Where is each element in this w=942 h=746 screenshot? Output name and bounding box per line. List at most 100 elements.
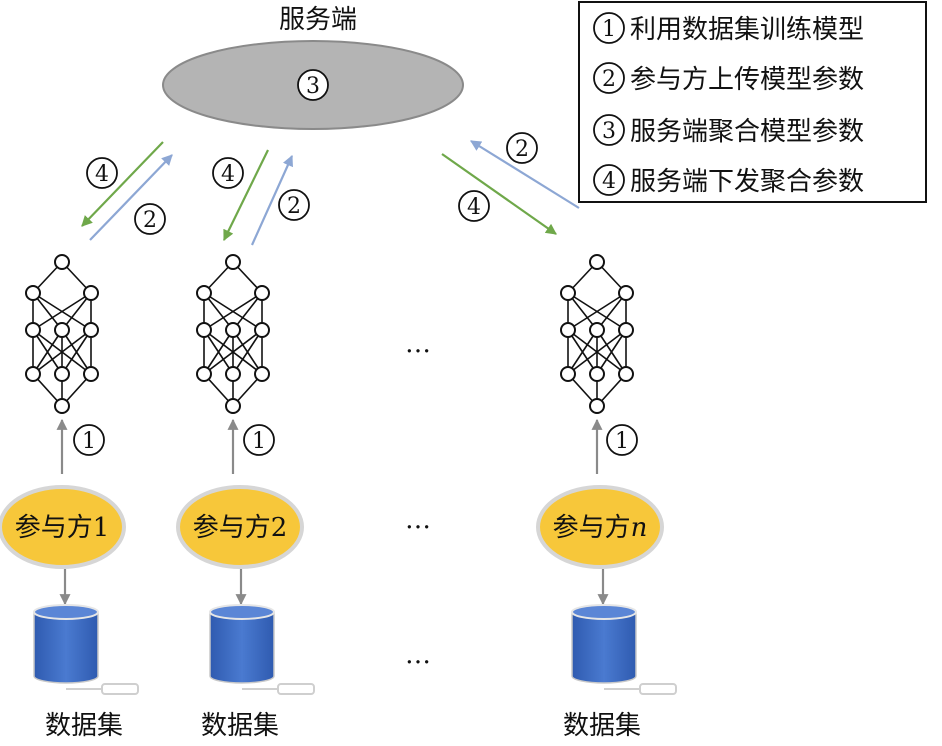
participant-2: 参与方2 (176, 485, 304, 569)
network-node (225, 322, 241, 338)
network-edge (61, 329, 92, 375)
network-edge (32, 329, 63, 375)
step-badge-download: 4 (86, 157, 118, 189)
upload-arrow (250, 154, 294, 246)
database-plug (277, 683, 315, 695)
neural-network-icon (196, 254, 270, 414)
svg-text:4: 4 (467, 195, 481, 220)
network-node (25, 366, 41, 382)
svg-text:1: 1 (82, 429, 96, 454)
ellipsis-datasets: … (405, 640, 431, 670)
download-arrow (223, 149, 269, 241)
network-node (254, 322, 270, 338)
network-node (54, 398, 70, 414)
participant-label: 参与方1 (15, 513, 110, 543)
network-node (618, 322, 634, 338)
step-badge-train: 1 (243, 424, 275, 456)
svg-text:1: 1 (252, 429, 266, 454)
dataset-label: 数据集 (563, 711, 641, 741)
network-node (618, 285, 634, 301)
network-node (54, 322, 70, 338)
svg-text:1: 1 (602, 17, 616, 42)
participant-1: 参与方1 (0, 485, 126, 569)
legend-item: 2 参与方上传模型参数 (593, 62, 864, 95)
network-edge (567, 329, 598, 375)
database-icon (571, 604, 677, 695)
network-node (254, 366, 270, 382)
neural-network-icon (25, 254, 99, 414)
network-node (618, 366, 634, 382)
upload-arrow (470, 140, 580, 209)
network-node (83, 366, 99, 382)
database-plug (639, 683, 677, 695)
database-body (209, 611, 275, 684)
network-node (83, 285, 99, 301)
legend-item-text: 参与方上传模型参数 (630, 65, 864, 95)
svg-text:2: 2 (515, 137, 529, 162)
network-edge (567, 292, 627, 331)
network-node (225, 398, 241, 414)
network-node (560, 366, 576, 382)
network-node (560, 285, 576, 301)
database-icon (33, 604, 139, 695)
network-edge (232, 329, 263, 375)
dataset-label: 数据集 (201, 711, 279, 741)
svg-text:4: 4 (95, 162, 109, 187)
database-plug (101, 683, 139, 695)
network-node (225, 366, 241, 382)
svg-text:2: 2 (287, 194, 301, 219)
network-node (54, 254, 70, 270)
database-top (33, 604, 99, 620)
database-top (571, 604, 637, 620)
download-arrow (81, 141, 164, 227)
svg-text:4: 4 (602, 169, 616, 194)
network-edge (596, 329, 627, 375)
svg-text:3: 3 (306, 74, 320, 99)
step-badge-download: 4 (212, 157, 244, 189)
network-node (196, 322, 212, 338)
server: 服务端 3 (162, 5, 464, 130)
network-edge (32, 292, 92, 331)
network-edge (203, 329, 234, 375)
step-badge-train: 1 (606, 424, 638, 456)
network-node (589, 254, 605, 270)
ellipsis-participants: … (405, 505, 431, 535)
svg-text:1: 1 (615, 429, 629, 454)
network-edge (567, 329, 627, 375)
network-node (254, 285, 270, 301)
step-badge-train: 1 (73, 424, 105, 456)
legend-item-text: 服务端聚合模型参数 (630, 117, 864, 147)
participant-n: 参与方n (536, 485, 664, 569)
network-node (225, 254, 241, 270)
network-node (25, 322, 41, 338)
legend-box (578, 1, 927, 203)
server-label: 服务端 (279, 5, 357, 35)
neural-network-icon (560, 254, 634, 414)
network-node (589, 322, 605, 338)
server-step-badge: 3 (297, 69, 329, 101)
step-badge-upload: 2 (134, 203, 166, 235)
svg-text:3: 3 (602, 119, 616, 144)
dataset-label: 数据集 (45, 711, 123, 741)
step-badge-upload: 2 (278, 189, 310, 221)
legend-item: 1 利用数据集训练模型 (593, 12, 864, 45)
network-node (589, 366, 605, 382)
download-arrow (441, 153, 557, 235)
database-body (33, 611, 99, 684)
network-edge (32, 329, 92, 375)
ellipsis-models: … (405, 329, 431, 359)
database-top (209, 604, 275, 620)
network-node (25, 285, 41, 301)
svg-text:2: 2 (602, 67, 616, 92)
participant-label: 参与方n (553, 513, 648, 543)
network-node (196, 285, 212, 301)
legend: 1 利用数据集训练模型 2 参与方上传模型参数 3 服务端聚合模型参数 4 服务… (578, 1, 927, 203)
svg-text:2: 2 (143, 208, 157, 233)
legend-item-text: 服务端下发聚合参数 (630, 167, 864, 197)
legend-item: 4 服务端下发聚合参数 (593, 164, 864, 197)
legend-item: 3 服务端聚合模型参数 (593, 114, 864, 147)
step-badge-upload: 2 (506, 132, 538, 164)
network-node (54, 366, 70, 382)
network-edge (203, 329, 263, 375)
